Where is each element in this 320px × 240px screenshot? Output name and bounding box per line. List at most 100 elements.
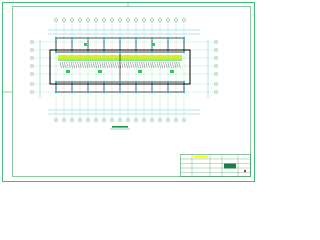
hatch-line — [108, 61, 111, 69]
axis-bubble-right — [214, 90, 218, 94]
column — [119, 51, 121, 53]
frame-ticks — [2, 2, 129, 93]
hatch-line — [145, 61, 148, 69]
hatch-line — [176, 61, 179, 69]
hatch-line — [79, 61, 82, 69]
axis-bubble-left — [30, 90, 34, 94]
hatch-line — [99, 61, 102, 69]
hatch-line — [114, 61, 117, 69]
axis-bubble-bottom — [70, 118, 74, 122]
column — [87, 81, 89, 83]
column — [167, 37, 169, 39]
column — [71, 37, 73, 39]
column — [119, 81, 121, 83]
column — [183, 91, 185, 93]
column — [119, 37, 121, 39]
column — [71, 81, 73, 83]
hatch-line — [97, 61, 100, 69]
hatch-line — [167, 61, 170, 69]
column — [167, 91, 169, 93]
axis-bubble-top — [150, 18, 154, 22]
hatch-line — [90, 61, 93, 69]
column — [55, 51, 57, 53]
interior-hatching — [59, 61, 181, 69]
axis-bubble-bottom — [78, 118, 82, 122]
axis-bubble-top — [62, 18, 66, 22]
hatch-line — [68, 61, 71, 69]
axis-bubble-bottom — [142, 118, 146, 122]
axis-bubble-right — [214, 56, 218, 60]
hatch-line — [92, 61, 95, 69]
axis-bubbles-top — [54, 18, 186, 22]
axis-bubble-top — [94, 18, 98, 22]
axis-bubble-left — [30, 40, 34, 44]
column — [103, 91, 105, 93]
hatch-line — [103, 61, 106, 69]
axis-bubble-bottom — [54, 118, 58, 122]
column — [55, 81, 57, 83]
revision-marker — [244, 170, 246, 172]
hatch-line — [123, 61, 126, 69]
structural-columns — [55, 37, 185, 93]
column — [135, 37, 137, 39]
axis-bubble-top — [174, 18, 178, 22]
column — [135, 81, 137, 83]
hatch-line — [152, 61, 155, 69]
column — [183, 51, 185, 53]
axis-bubble-bottom — [118, 118, 122, 122]
hatch-line — [141, 61, 144, 69]
hatch-line — [132, 61, 135, 69]
axis-bubble-right — [214, 40, 218, 44]
hatch-line — [95, 61, 97, 69]
hatch-line — [150, 61, 152, 69]
axis-bubble-bottom — [102, 118, 106, 122]
column — [103, 51, 105, 53]
axis-bubble-bottom — [134, 118, 138, 122]
axis-bubble-top — [70, 18, 74, 22]
axis-bubbles-bottom — [54, 118, 186, 122]
room-partitions — [71, 38, 169, 92]
axis-bubble-top — [134, 18, 138, 22]
hatch-line — [136, 61, 139, 69]
axis-bubble-top — [158, 18, 162, 22]
column — [71, 91, 73, 93]
column — [87, 37, 89, 39]
floor-plan-canvas — [2, 2, 255, 182]
hatch-line — [84, 61, 86, 69]
column — [87, 51, 89, 53]
hatch-line — [128, 61, 130, 69]
axis-bubble-bottom — [166, 118, 170, 122]
hatch-line — [70, 61, 73, 69]
dimension-chains — [39, 29, 209, 115]
hatch-line — [73, 61, 75, 69]
fixtures — [66, 43, 174, 73]
axis-bubble-top — [142, 18, 146, 22]
column — [119, 91, 121, 93]
hatch-line — [59, 61, 62, 69]
axis-bubble-right — [214, 64, 218, 68]
axis-bubbles-right — [214, 40, 218, 94]
hatch-line — [88, 61, 91, 69]
column — [151, 81, 153, 83]
column — [55, 91, 57, 93]
hatch-line — [110, 61, 113, 69]
column — [151, 37, 153, 39]
axis-bubble-top — [54, 18, 58, 22]
hatch-line — [125, 61, 128, 69]
hatch-line — [86, 61, 89, 69]
hatch-line — [75, 61, 78, 69]
axis-bubble-left — [30, 64, 34, 68]
hatch-line — [81, 61, 84, 69]
axis-bubble-left — [30, 56, 34, 60]
axis-bubble-bottom — [174, 118, 178, 122]
hatch-line — [130, 61, 133, 69]
cad-drawing-sheet — [2, 2, 255, 182]
axis-bubble-top — [110, 18, 114, 22]
hatch-line — [174, 61, 177, 69]
axis-bubble-top — [102, 18, 106, 22]
axis-bubble-bottom — [62, 118, 66, 122]
column — [103, 81, 105, 83]
axis-bubbles-left — [30, 40, 34, 94]
axis-bubble-bottom — [126, 118, 130, 122]
column — [183, 81, 185, 83]
